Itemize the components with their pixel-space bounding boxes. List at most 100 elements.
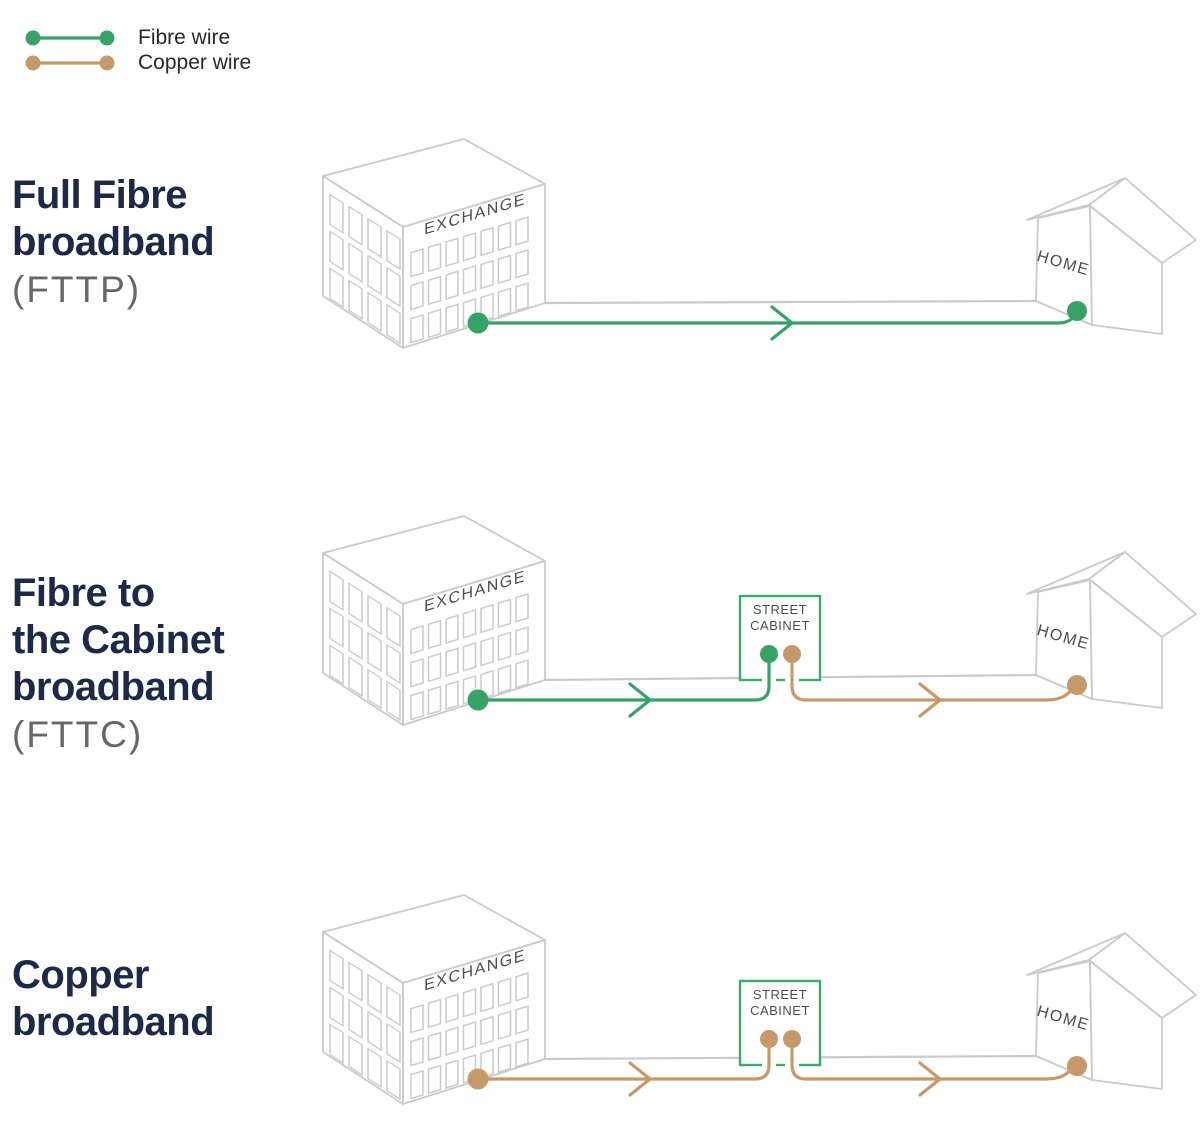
building-window <box>367 217 382 259</box>
building-window <box>367 594 382 636</box>
building-window <box>462 988 477 1018</box>
building-window <box>348 1035 363 1077</box>
street-cabinet-label: STREET <box>753 602 807 617</box>
building-window <box>497 287 512 318</box>
fibre-wire <box>476 656 771 702</box>
row-fttc-diagram: EXCHANGE HOME STREET CABINET <box>322 515 1197 726</box>
building-window <box>329 193 344 234</box>
building-window <box>348 242 363 284</box>
building-window <box>462 232 477 262</box>
building-window <box>515 216 529 246</box>
building-window <box>427 652 442 683</box>
street-cabinet: STREET CABINET <box>738 594 822 685</box>
row-fttp-diagram: EXCHANGE HOME <box>322 138 1197 349</box>
building-window <box>386 266 401 308</box>
building-window <box>329 607 344 648</box>
copper-wire <box>476 1041 771 1081</box>
exchange-building: EXCHANGE <box>322 515 546 726</box>
building-window <box>480 982 494 1013</box>
building-window <box>515 1005 529 1035</box>
wire-dot <box>1067 301 1087 321</box>
copper-wire <box>790 656 1073 702</box>
building-window <box>348 656 363 698</box>
building-window <box>445 614 459 644</box>
building-window <box>410 1069 424 1100</box>
copper-wire <box>790 1041 1073 1081</box>
building-window <box>329 570 344 611</box>
title-line: Full Fibre <box>12 173 188 217</box>
building-window <box>462 265 477 295</box>
building-window <box>427 1031 442 1062</box>
title-line: broadband <box>12 665 215 709</box>
building-window <box>427 275 442 306</box>
building-window <box>462 642 477 672</box>
building-window <box>480 636 494 667</box>
building-window <box>497 664 512 695</box>
building-window <box>329 644 344 685</box>
building-window <box>386 680 401 722</box>
title-line: Fibre to <box>12 571 155 615</box>
copper-wire-swatch-icon <box>25 55 115 70</box>
row-fttc-title: Fibre to the Cabinet broadband (FTTC) <box>12 570 225 758</box>
arrow-right-icon <box>918 682 942 718</box>
building-window <box>329 267 344 308</box>
legend-label-fibre: Fibre wire <box>138 26 231 49</box>
building-window <box>480 1015 494 1046</box>
exchange-building: EXCHANGE <box>322 138 546 349</box>
home-house: HOME <box>1026 177 1197 335</box>
wire-dot <box>467 689 489 711</box>
building-window <box>497 977 512 1008</box>
wire-dot <box>1067 1056 1087 1076</box>
ground-line <box>544 299 1037 305</box>
building-window <box>515 659 529 689</box>
fibre-wire-swatch-icon <box>25 30 115 45</box>
building-window <box>515 282 529 312</box>
title-line: broadband <box>12 1000 215 1044</box>
building-window <box>329 230 344 271</box>
building-window <box>515 593 529 623</box>
building-window <box>515 972 529 1002</box>
building-window <box>410 690 424 721</box>
building-window <box>410 280 424 311</box>
building-window <box>445 1026 459 1056</box>
street-cabinet-label: STREET <box>753 987 807 1002</box>
building-window <box>515 1038 529 1068</box>
building-window <box>427 1064 442 1095</box>
building-window <box>386 643 401 685</box>
arrow-right-icon <box>918 1061 942 1097</box>
street-cabinet-label: CABINET <box>750 618 810 633</box>
street-cabinet: STREET CABINET <box>738 979 822 1070</box>
building-window <box>515 626 529 656</box>
title-line: Copper <box>12 953 150 997</box>
building-window <box>410 657 424 688</box>
building-window <box>427 685 442 716</box>
building-window <box>445 647 459 677</box>
wire-dot <box>1067 675 1087 695</box>
building-window <box>386 1059 401 1101</box>
street-cabinet-label: CABINET <box>750 1003 810 1018</box>
legend-item-fibre: Fibre wire <box>24 25 251 50</box>
title-line: the Cabinet <box>12 618 225 662</box>
arrow-right-icon <box>628 1061 652 1097</box>
building-window <box>497 221 512 252</box>
arrow-right-icon <box>770 305 794 341</box>
wire-dot <box>783 1030 801 1048</box>
building-window <box>480 259 494 290</box>
building-window <box>367 668 382 710</box>
building-window <box>480 226 494 257</box>
building-window <box>427 308 442 339</box>
legend-item-copper: Copper wire <box>24 50 251 75</box>
building-window <box>515 249 529 279</box>
building-window <box>497 598 512 629</box>
building-window <box>445 237 459 267</box>
row-copper-title: Copper broadband <box>12 952 215 1046</box>
building-window <box>497 254 512 285</box>
building-window <box>497 1010 512 1041</box>
building-window <box>410 624 424 655</box>
building-window <box>427 619 442 650</box>
wire-dot <box>760 1030 778 1048</box>
wire-dot <box>467 312 489 334</box>
building-window <box>348 279 363 321</box>
